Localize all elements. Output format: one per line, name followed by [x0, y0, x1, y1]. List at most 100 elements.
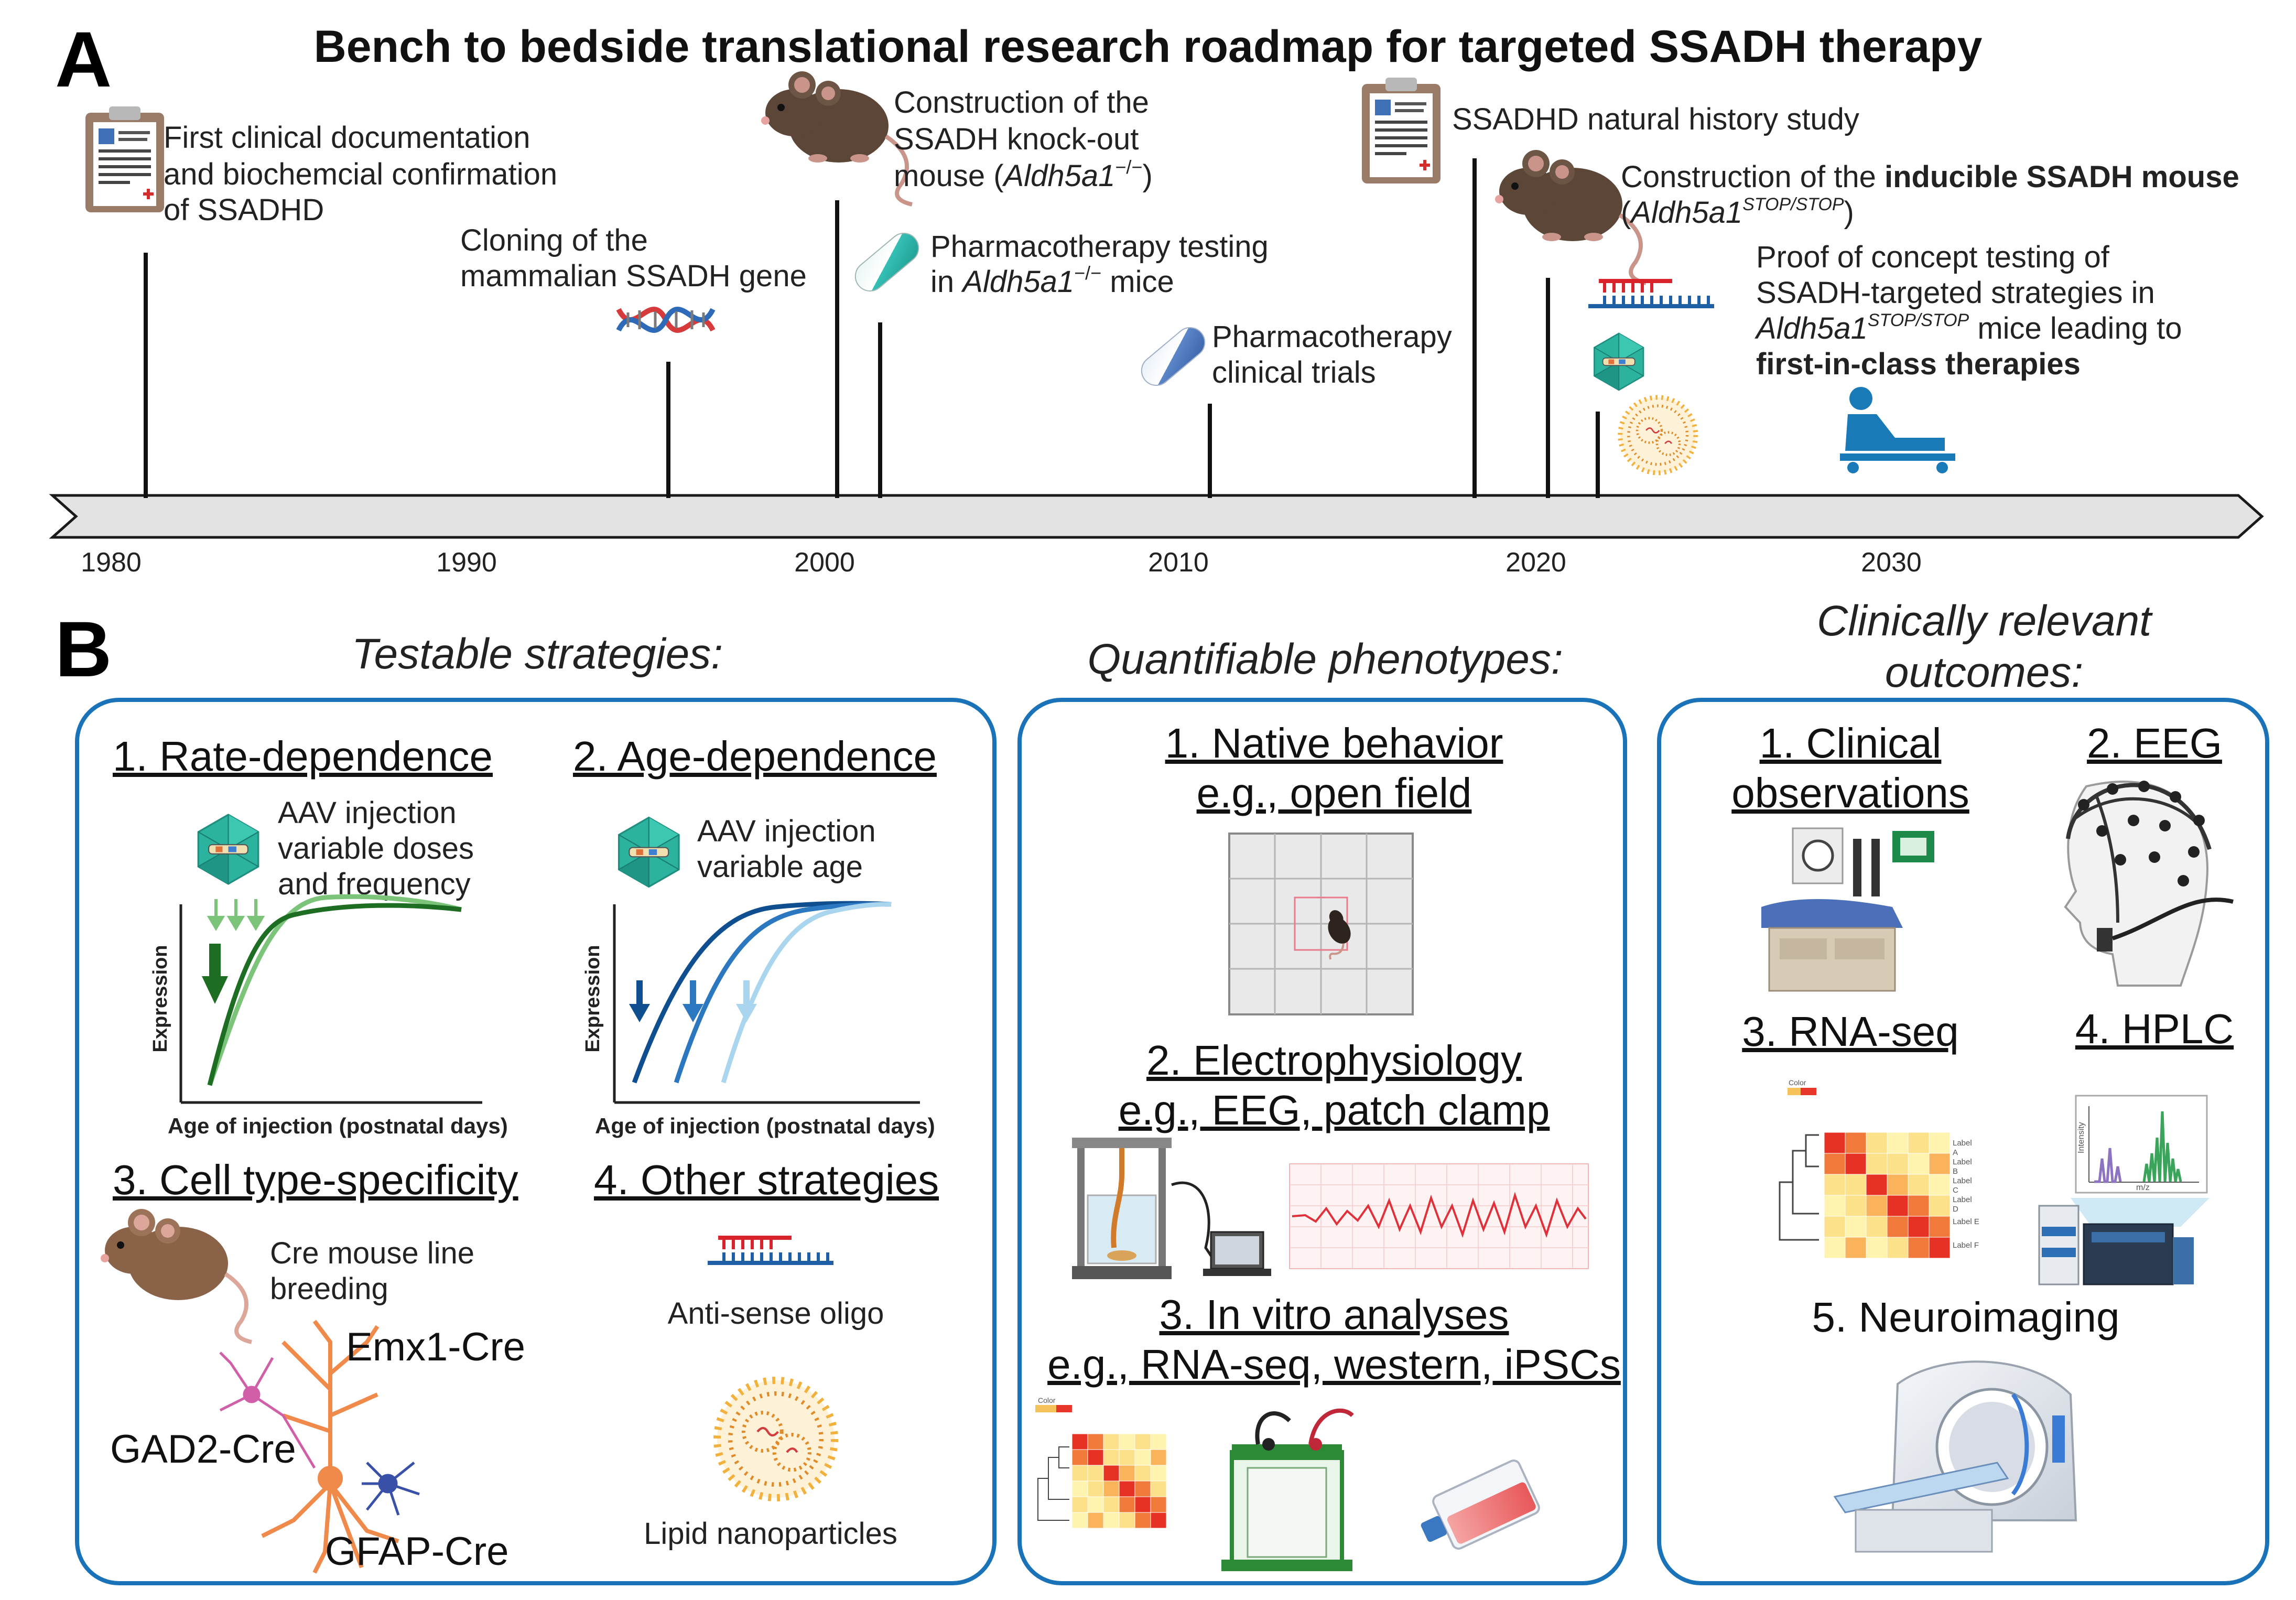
- tick-label: 2030: [1861, 547, 1922, 578]
- gene-name: Aldh5a1: [1629, 196, 1742, 230]
- heatmap-cell: [1866, 1153, 1888, 1175]
- cell-culture-flask-icon: [1421, 1460, 1540, 1550]
- y-axis-label: Expression: [149, 945, 171, 1053]
- heatmap-cell: [1119, 1449, 1135, 1466]
- large-arrow: [202, 944, 228, 1004]
- heatmap-cell: [1908, 1153, 1930, 1175]
- phenotype-2-subtitle: e.g., EEG, patch clamp: [1119, 1087, 1550, 1133]
- heatmap-cell: [1887, 1195, 1909, 1217]
- event-2011-line: Pharmacotherapy: [1212, 320, 1452, 354]
- row-label: Label E: [1953, 1217, 1979, 1226]
- heatmap-cell: [1866, 1174, 1888, 1196]
- aav-capsid-icon: [618, 816, 680, 888]
- heatmap-cell: [1150, 1433, 1167, 1450]
- heatmap-cell: [1845, 1153, 1867, 1175]
- heading-phenotypes: Quantifiable phenotypes:: [1087, 635, 1563, 683]
- heatmap-cell: [1887, 1216, 1909, 1238]
- heatmap-cell: [1087, 1512, 1104, 1529]
- heatmap-cell: [1071, 1433, 1088, 1450]
- cre-label-gad2: GAD2-Cre: [110, 1427, 296, 1472]
- phenotype-2-title: 2. Electrophysiology: [1146, 1037, 1522, 1084]
- heatmap-cell: [1845, 1237, 1867, 1259]
- strategies-box: [75, 698, 997, 1585]
- mri-scanner-icon: [1833, 1360, 2077, 1553]
- heatmap-cell: [1908, 1132, 1930, 1154]
- heatmap-cell: [1824, 1195, 1846, 1217]
- strategy-1-text: AAV injection: [278, 796, 457, 830]
- clipboard-icon: [85, 106, 164, 212]
- heatmap-cell: [1929, 1132, 1951, 1154]
- heatmap-cell: [1929, 1174, 1951, 1196]
- row-label: Label: [1953, 1158, 1972, 1166]
- aav-capsid-icon: [197, 814, 259, 885]
- heading-outcomes: Clinically relevant: [1817, 597, 2153, 645]
- x-axis-label: Age of injection (postnatal days): [168, 1113, 508, 1138]
- strategy-3-title: 3. Cell type-specificity: [113, 1156, 518, 1203]
- strategy-2-title: 2. Age-dependence: [573, 733, 937, 780]
- hplc-instrument-icon: [2038, 1198, 2210, 1285]
- strategy-1-title: 1. Rate-dependence: [113, 733, 493, 780]
- panel-b-letter: B: [55, 605, 112, 693]
- row-label: Label F: [1953, 1241, 1979, 1250]
- heatmap-cell: [1887, 1237, 1909, 1259]
- outcome-5-title: 5. Neuroimaging: [1812, 1294, 2120, 1340]
- tick-label: 2020: [1506, 547, 1566, 578]
- heatmap-cell: [1103, 1433, 1120, 1450]
- phenotype-3-title: 3. In vitro analyses: [1160, 1291, 1509, 1338]
- row-label: A: [1953, 1148, 1958, 1157]
- phenotype-1-subtitle: e.g., open field: [1197, 770, 1472, 816]
- heatmap-cell: [1824, 1216, 1846, 1238]
- heatmap-cell: [1824, 1132, 1846, 1154]
- antisense-oligo-icon: [708, 1236, 833, 1265]
- curve-low-dose: [207, 894, 462, 1086]
- genotype-sup: −/−: [1115, 156, 1142, 178]
- gene-name: Aldh5a1: [961, 265, 1074, 299]
- mouse-icon: [101, 1209, 252, 1342]
- heatmap-cell: [1866, 1216, 1888, 1238]
- patient-bed-icon: [1840, 387, 1955, 473]
- event-2000-line: SSADH knock-out: [894, 122, 1139, 156]
- cre-label-gfap: GFAP-Cre: [325, 1529, 509, 1574]
- western-blot-apparatus-icon: [1221, 1408, 1354, 1571]
- heatmap-cell: [1134, 1496, 1151, 1513]
- small-arrows: [207, 899, 265, 931]
- eeg-trace: [1289, 1163, 1589, 1269]
- tick-label: 2000: [794, 547, 855, 578]
- heatmap-cell: [1845, 1132, 1867, 1154]
- heatmap-cell: [1134, 1480, 1151, 1497]
- event-stems: [144, 158, 1600, 498]
- heatmap-cell: [1103, 1512, 1120, 1529]
- laptop-icon: [1203, 1231, 1271, 1276]
- heatmap-cell: [1929, 1153, 1951, 1175]
- outcomes-box: [1657, 698, 2269, 1585]
- injection-arrows: [629, 980, 757, 1022]
- row-label: Label: [1953, 1139, 1972, 1148]
- hplc-x-label: m/z: [2136, 1183, 2150, 1192]
- rnaseq-heatmap: Color Label A Label B Label C Label D La…: [1779, 1078, 1979, 1259]
- heatmap-cell: [1119, 1480, 1135, 1497]
- eeg-head-icon: [2064, 781, 2234, 987]
- event-2020-text: Construction of the: [1621, 160, 1885, 194]
- heatmap-cell: [1845, 1216, 1867, 1238]
- dna-icon: [616, 307, 716, 333]
- heatmap-cell: [1071, 1449, 1088, 1466]
- heatmap-cell: [1908, 1195, 1930, 1217]
- cre-label-emx1: Emx1-Cre: [346, 1325, 525, 1369]
- heatmap-cell: [1866, 1237, 1888, 1259]
- outcome-1-subtitle: observations: [1731, 770, 1969, 816]
- gfap-astrocyte-icon: [362, 1462, 420, 1516]
- heatmap-cell: [1150, 1449, 1167, 1466]
- rate-dependence-chart: Expression Age of injection (postnatal d…: [149, 894, 508, 1138]
- phenotype-3-subtitle: e.g., RNA-seq, western, iPSCs: [1047, 1341, 1621, 1388]
- rnaseq-heatmap-small: Color: [1035, 1396, 1167, 1529]
- heatmap-cell: [1824, 1237, 1846, 1259]
- hplc-y-label: Intensity: [2077, 1122, 2086, 1153]
- strategy-3-text: Cre mouse line: [270, 1236, 474, 1270]
- gad2-neuron-icon: [219, 1352, 316, 1469]
- tick-label: 2010: [1148, 547, 1209, 578]
- panel-a-title: Bench to bedside translational research …: [314, 21, 1983, 72]
- gene-name: Aldh5a1: [1002, 159, 1115, 193]
- genotype-sup: STOP/STOP: [1742, 194, 1844, 214]
- neurons-illustration: [219, 1320, 420, 1574]
